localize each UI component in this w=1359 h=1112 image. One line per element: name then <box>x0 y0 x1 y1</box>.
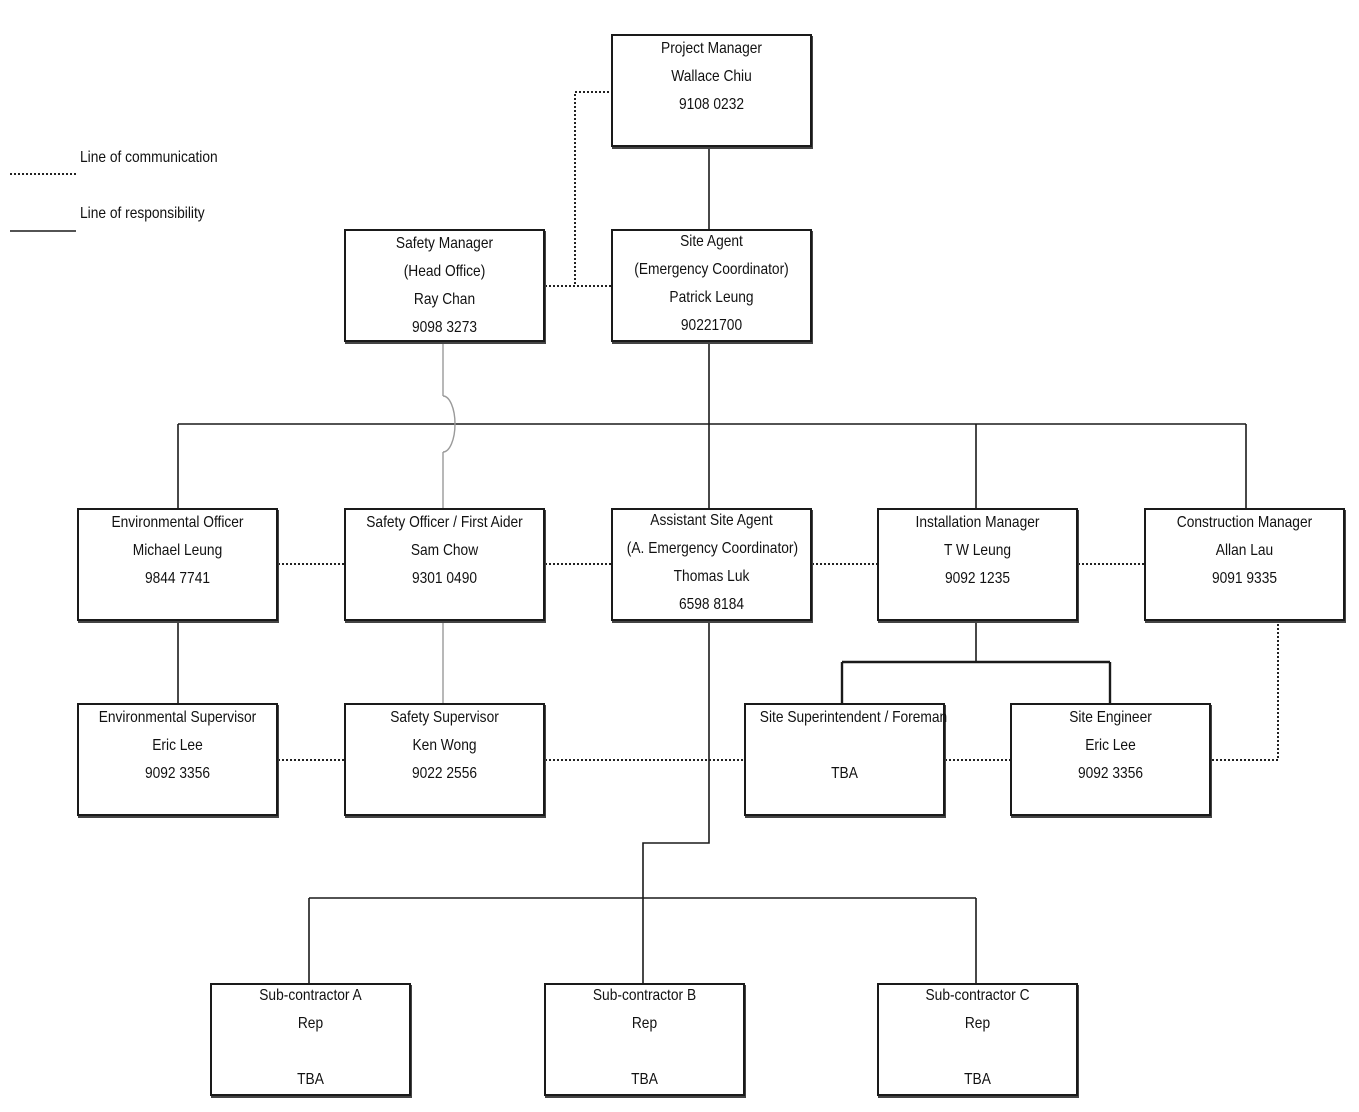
box-line: Safety Supervisor <box>390 709 499 726</box>
box-line: Environmental Officer <box>111 514 244 531</box>
box-line: Ray Chan <box>413 291 476 308</box>
box-line: 9092 1235 <box>944 570 1011 587</box>
box-line: (A. Emergency Coordinator) <box>626 540 799 557</box>
box-line: Michael Leung <box>132 542 223 559</box>
box-line: Environmental Supervisor <box>98 709 257 726</box>
box-line: Site Superintendent / Foreman <box>759 709 948 726</box>
environmental-supervisor-box: Environmental Supervisor Eric Lee 9092 3… <box>77 703 278 816</box>
box-line: Rep <box>631 1015 658 1032</box>
box-line: Allan Lau <box>1215 542 1274 559</box>
box-line: 9022 2556 <box>411 765 478 782</box>
safety-supervisor-box: Safety Supervisor Ken Wong 9022 2556 <box>344 703 545 816</box>
safety-manager-to-pm-comm <box>545 91 611 287</box>
box-line: TBA <box>297 1071 324 1088</box>
subcontractor-a-box: Sub-contractor A Rep TBA <box>210 983 411 1096</box>
safety-officer-box: Safety Officer / First Aider Sam Chow 93… <box>344 508 545 621</box>
environmental-officer-box: Environmental Officer Michael Leung 9844… <box>77 508 278 621</box>
comm-engineer-to-construction <box>1212 620 1279 761</box>
box-line: Site Engineer <box>1069 709 1152 726</box>
box-line: 9098 3273 <box>411 319 478 336</box>
site-agent-box: Site Agent (Emergency Coordinator) Patri… <box>611 229 812 342</box>
box-line: 9092 3356 <box>1077 765 1144 782</box>
box-line: TBA <box>831 765 858 782</box>
box-line: Ken Wong <box>412 737 477 754</box>
legend-responsibility-label: Line of responsibility <box>80 205 205 222</box>
box-line: Patrick Leung <box>669 289 754 306</box>
line-hop <box>442 395 456 453</box>
installation-manager-box: Installation Manager T W Leung 9092 1235 <box>877 508 1078 621</box>
box-line: 9844 7741 <box>144 570 211 587</box>
box-line: Rep <box>297 1015 324 1032</box>
box-line: Eric Lee <box>1085 737 1136 754</box>
box-line: Sub-contractor A <box>259 987 362 1004</box>
box-line: Site Agent <box>680 233 743 250</box>
box-line: Construction Manager <box>1176 514 1313 531</box>
construction-manager-box: Construction Manager Allan Lau 9091 9335 <box>1144 508 1345 621</box>
box-line: TBA <box>631 1071 658 1088</box>
box-line: Safety Manager <box>395 235 494 252</box>
subcontractor-c-box: Sub-contractor C Rep TBA <box>877 983 1078 1096</box>
box-line: Safety Officer / First Aider <box>366 514 523 531</box>
box-line: 90221700 <box>680 317 743 334</box>
box-line: Project Manager <box>661 40 762 57</box>
legend-communication-label: Line of communication <box>80 149 218 166</box>
box-line: Rep <box>964 1015 991 1032</box>
box-line: Sub-contractor B <box>592 987 697 1004</box>
box-line: 9091 9335 <box>1211 570 1278 587</box>
box-line: TBA <box>964 1071 991 1088</box>
box-line: T W Leung <box>943 542 1012 559</box>
box-line: Sub-contractor C <box>925 987 1030 1004</box>
box-line: Assistant Site Agent <box>650 512 773 529</box>
safety-manager-box: Safety Manager (Head Office) Ray Chan 90… <box>344 229 545 342</box>
box-line: Eric Lee <box>152 737 203 754</box>
box-line: Installation Manager <box>915 514 1040 531</box>
subcontractor-b-box: Sub-contractor B Rep TBA <box>544 983 745 1096</box>
box-line: Sam Chow <box>410 542 479 559</box>
box-line: 9108 0232 <box>678 96 745 113</box>
site-superintendent-box: Site Superintendent / Foreman TBA <box>744 703 948 816</box>
site-engineer-box: Site Engineer Eric Lee 9092 3356 <box>1010 703 1211 816</box>
box-line: Thomas Luk <box>673 568 750 585</box>
assistant-site-agent-box: Assistant Site Agent (A. Emergency Coord… <box>611 508 812 621</box>
project-manager-box: Project Manager Wallace Chiu 9108 0232 <box>611 34 812 147</box>
box-line: 9301 0490 <box>411 570 478 587</box>
box-line: (Emergency Coordinator) <box>634 261 789 278</box>
box-line: (Head Office) <box>403 263 486 280</box>
box-line: 9092 3356 <box>144 765 211 782</box>
assistant-to-subcontractors <box>642 620 710 983</box>
box-line: 6598 8184 <box>678 596 745 613</box>
box-line: Wallace Chiu <box>671 68 752 85</box>
